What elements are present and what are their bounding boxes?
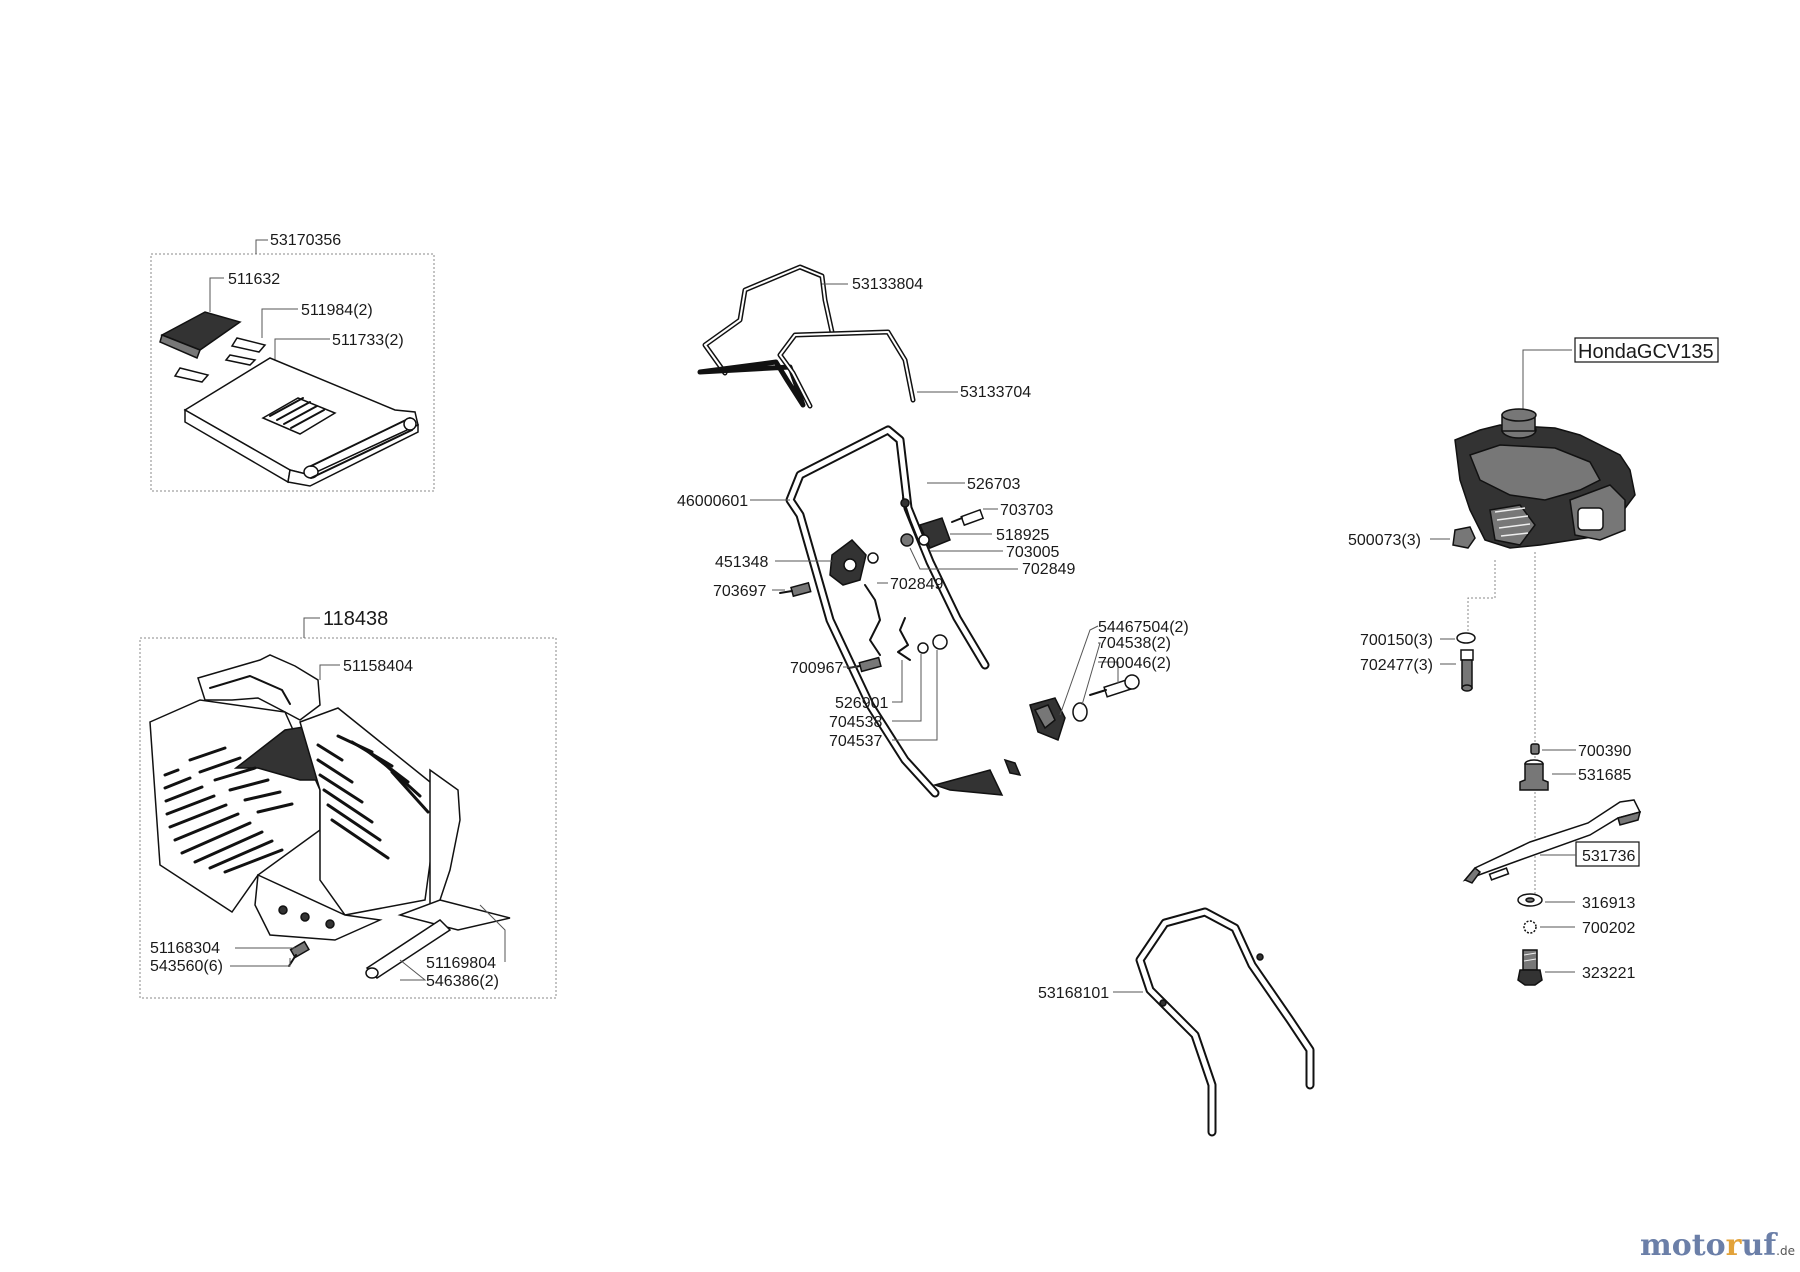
part-500073: [1452, 526, 1476, 549]
label-526703[interactable]: 526703: [967, 476, 1020, 493]
part-316913: [1517, 893, 1543, 907]
label-46000601[interactable]: 46000601: [677, 493, 748, 510]
part-700150: [1456, 632, 1476, 644]
part-53133804: [702, 264, 835, 376]
part-703703: [951, 508, 985, 527]
part-46000601: [785, 425, 1022, 798]
label-704537[interactable]: 704537: [829, 733, 882, 750]
label-700150[interactable]: 700150(3): [1360, 632, 1433, 649]
label-526901[interactable]: 526901: [835, 695, 888, 712]
label-546386[interactable]: 546386(2): [426, 973, 499, 990]
part-703697: [779, 581, 812, 598]
label-700046[interactable]: 700046(2): [1098, 655, 1171, 672]
part-702477: [1460, 649, 1474, 692]
part-543560: [288, 940, 310, 967]
part-702849-b: [867, 552, 879, 564]
label-451348[interactable]: 451348: [715, 554, 768, 571]
engine-fins: [1494, 507, 1531, 537]
part-702849-a: [900, 533, 914, 547]
label-53170356[interactable]: 53170356: [270, 232, 341, 249]
grass-catcher-bag: [149, 654, 511, 941]
part-546386: [365, 919, 452, 979]
part-511984: [173, 337, 267, 383]
vents-left: [163, 746, 294, 874]
label-323221[interactable]: 323221: [1582, 965, 1635, 982]
label-704538-2[interactable]: 704538(2): [1098, 635, 1171, 652]
part-451348: [829, 538, 881, 656]
part-526901: [897, 617, 911, 661]
part-703005: [918, 534, 930, 546]
label-703703[interactable]: 703703: [1000, 502, 1053, 519]
label-543560[interactable]: 543560(6): [150, 958, 223, 975]
group-53170356-frame: [150, 253, 435, 492]
part-511632: [159, 311, 242, 360]
label-engine[interactable]: HondaGCV135: [1578, 341, 1714, 363]
part-531685: [1519, 759, 1549, 791]
group-118438: 118438: [139, 608, 557, 999]
label-700202[interactable]: 700202: [1582, 920, 1635, 937]
engine-label-box: [1574, 337, 1719, 363]
handle-assembly: 53133804 53133704 46000601 526703: [677, 264, 1189, 798]
blade-label-box: [1575, 841, 1640, 867]
label-118438[interactable]: 118438: [323, 608, 388, 630]
vents-right: [316, 734, 430, 860]
group-53170356: 53170356 511632 511984(2) 511733(2): [150, 232, 435, 492]
part-323221: [1517, 949, 1543, 986]
label-54467504[interactable]: 54467504(2): [1098, 619, 1189, 636]
engine: [1454, 408, 1636, 549]
part-700046: [1089, 674, 1140, 698]
label-531685[interactable]: 531685: [1578, 767, 1631, 784]
label-53168101[interactable]: 53168101: [1038, 985, 1109, 1002]
label-51169804[interactable]: 51169804: [426, 955, 496, 972]
label-51158404[interactable]: 51158404: [343, 658, 413, 675]
label-700390[interactable]: 700390: [1578, 743, 1631, 760]
label-703697[interactable]: 703697: [713, 583, 766, 600]
label-511984[interactable]: 511984(2): [301, 302, 373, 319]
label-704538[interactable]: 704538: [829, 714, 882, 731]
part-704538-2: [1072, 702, 1088, 722]
engine-group: HondaGCV135 500073(3): [1348, 337, 1719, 986]
label-500073[interactable]: 500073(3): [1348, 532, 1421, 549]
label-316913[interactable]: 316913: [1582, 895, 1635, 912]
group-118438-frame: [139, 637, 557, 999]
label-511632[interactable]: 511632: [228, 271, 280, 288]
label-702849-b[interactable]: 702849: [890, 576, 943, 593]
label-53133804[interactable]: 53133804: [852, 276, 923, 293]
label-703005[interactable]: 703005: [1006, 544, 1059, 561]
label-51168304[interactable]: 51168304: [150, 940, 220, 957]
part-531736: [1462, 799, 1642, 884]
label-702477[interactable]: 702477(3): [1360, 657, 1433, 674]
part-53168101: [1135, 907, 1315, 1137]
motoruf-logo[interactable]: motoruf.de: [1640, 1228, 1795, 1263]
label-531736[interactable]: 531736: [1582, 848, 1635, 865]
part-54467504: [1029, 697, 1066, 741]
label-511733[interactable]: 511733(2): [332, 332, 404, 349]
part-700202: [1523, 920, 1537, 934]
part-700390: [1530, 743, 1540, 755]
label-518925[interactable]: 518925: [996, 527, 1049, 544]
label-53133704[interactable]: 53133704: [960, 384, 1031, 401]
mulch-plate: [183, 357, 419, 487]
label-702849-a[interactable]: 702849: [1022, 561, 1075, 578]
label-700967[interactable]: 700967: [790, 660, 843, 677]
part-53133704: [697, 329, 916, 409]
part-704537: [932, 634, 948, 650]
part-704538: [917, 642, 929, 654]
part-526703: [900, 497, 919, 541]
